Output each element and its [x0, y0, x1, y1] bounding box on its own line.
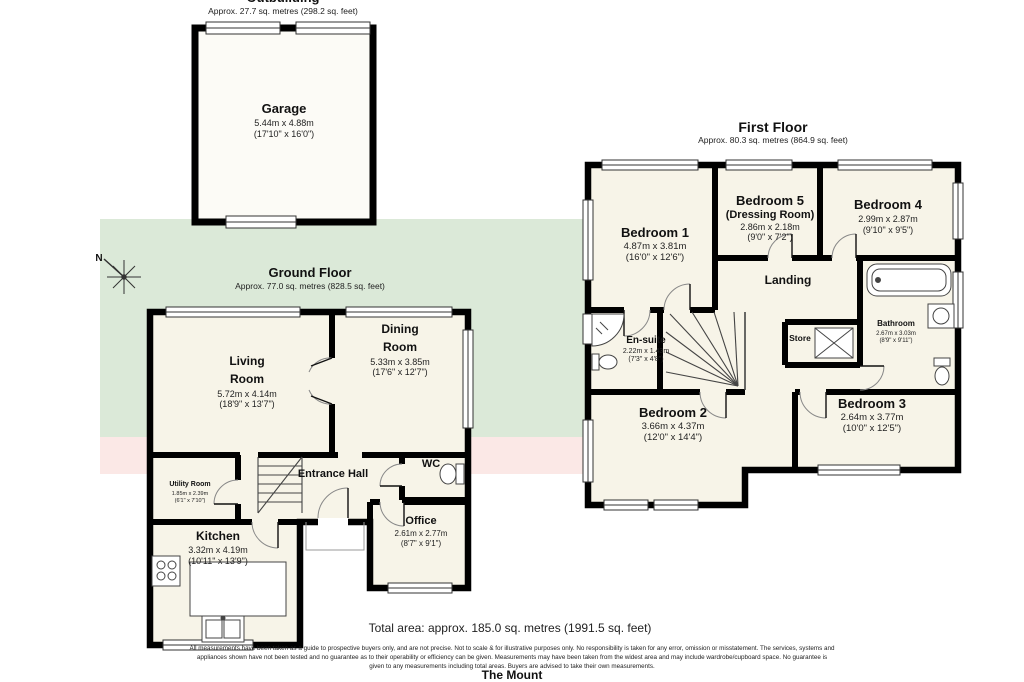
bedroom2-label: Bedroom 2 3.66m x 4.37m (12'0" x 14'4") [639, 405, 707, 444]
entrance-hall-label: Entrance Hall [297, 468, 369, 480]
ensuite-label: En-suite 2.22m x 1.43m (7'3" x 4'8") [622, 335, 670, 364]
garage-label: Garage 5.44m x 4.88m (17'10" x 16'0") [254, 100, 314, 139]
property-name: The Mount [481, 668, 543, 682]
first-floor-title: First Floor [738, 119, 808, 135]
disclaimer-line-3: given to any measurements including tota… [369, 663, 655, 670]
kitchen-fixtures [151, 555, 287, 643]
toilet-icon [934, 366, 950, 386]
ground-floor-plan [146, 306, 474, 651]
first-floor-stairs [665, 311, 746, 390]
garage-imperial: (17'10" x 16'0") [253, 128, 315, 139]
toilet-tank-icon [933, 357, 951, 367]
ground-interior-walls [150, 312, 468, 525]
ground-floor-area: Approx. 77.0 sq. metres (828.5 sq. feet) [235, 281, 385, 291]
bedroom4-label: Bedroom 4 2.99m x 2.87m (9'10" x 9'5") [854, 197, 922, 235]
bedroom5-label: Bedroom 5 (Dressing Room) 2.86m x 2.18m … [725, 193, 815, 242]
dining-room-label: Dining Room 5.33m x 3.85m (17'6" x 12'7"… [370, 322, 430, 378]
ensuite-toilet-icon [598, 354, 618, 370]
compass-north-label: N [95, 253, 103, 264]
bathroom-label: Bathroom 2.67m x 3.03m (8'9" x 9'11") [876, 319, 916, 345]
ground-windows [162, 306, 474, 651]
bedroom1-label: Bedroom 1 4.87m x 3.81m (16'0" x 12'6") [621, 225, 689, 264]
outbuilding-title: Outbuilding [247, 0, 320, 6]
utility-room-label: Utility Room 1.85m x 2.39m (6'1" x 7'10"… [169, 481, 211, 504]
living-room-label: Living Room 5.72m x 4.14m (18'9" x 13'7"… [217, 354, 277, 410]
ground-stairs [257, 456, 303, 514]
store-label: Store [789, 333, 811, 343]
wc-toilet-icon [439, 463, 465, 485]
ground-floor-title: Ground Floor [268, 265, 352, 280]
garage-name: Garage [261, 101, 307, 116]
bathroom-fixtures [866, 263, 955, 386]
first-windows [582, 159, 964, 511]
landing-label: Landing [764, 273, 812, 287]
compass-icon [103, 258, 141, 294]
bedroom3-label: Bedroom 3 2.64m x 3.77m (10'0" x 12'5") [838, 396, 906, 435]
office-label: Office 2.61m x 2.77m (8'7" x 9'1") [394, 515, 448, 548]
disclaimer-line-1: All measurements have been taken as a gu… [189, 645, 835, 652]
garage-windows [205, 21, 371, 229]
outbuilding-area: Approx. 27.7 sq. metres (298.2 sq. feet) [208, 6, 358, 16]
garage-metric: 5.44m x 4.88m [254, 118, 314, 129]
first-floor-area: Approx. 80.3 sq. metres (864.9 sq. feet) [698, 135, 848, 145]
bathtub-icon [866, 263, 952, 297]
first-doors [623, 233, 885, 419]
garage-plan [191, 21, 377, 229]
stove-icon [151, 555, 181, 587]
first-interior-walls [588, 165, 958, 470]
ensuite-fixtures [591, 313, 625, 371]
wc-label: WC [421, 458, 441, 470]
store-cupboard-icon [814, 327, 854, 359]
total-area-text: Total area: approx. 185.0 sq. metres (19… [368, 621, 652, 635]
first-floor-plan [582, 159, 964, 511]
kitchen-label: Kitchen 3.32m x 4.19m (10'11" x 13'9") [188, 529, 248, 566]
kitchen-island [189, 561, 287, 617]
ensuite-toilet-tank-icon [591, 353, 600, 371]
ground-doors [213, 357, 405, 551]
disclaimer-line-2: appliances shown have not been tested an… [196, 654, 828, 661]
